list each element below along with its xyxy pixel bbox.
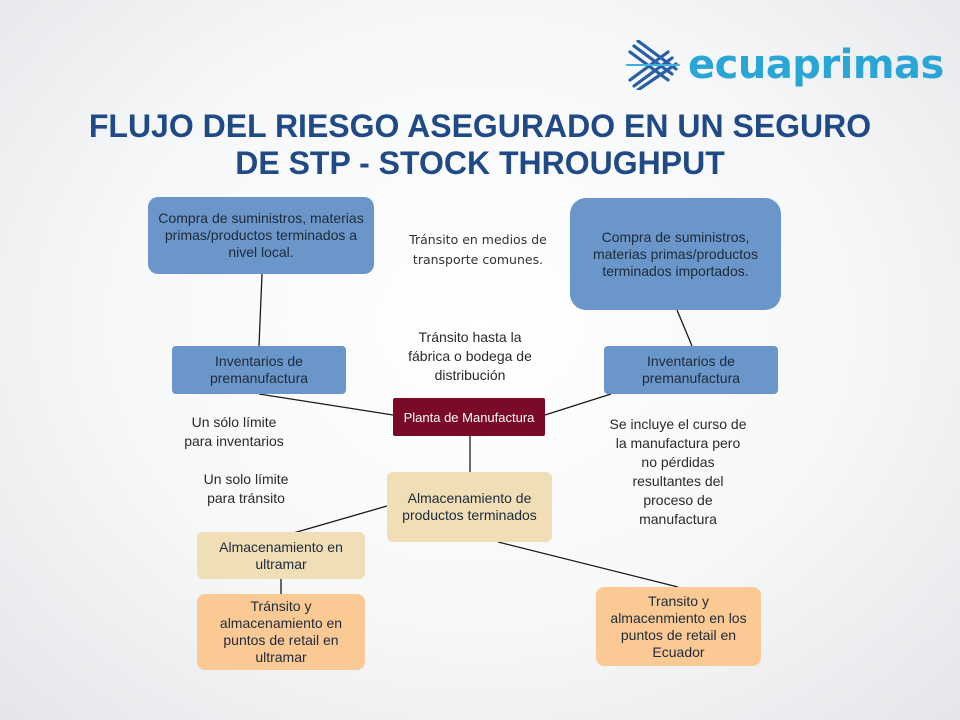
node-retail-ecuador: Transito y almacenmiento en los puntos d… [596,587,761,666]
node-inventarios-left: Inventarios de premanufactura [172,346,346,394]
connector-line [497,541,679,588]
node-retail-ultramar: Tránsito y almacenamiento en puntos de r… [197,594,365,670]
connector-line [676,309,693,347]
node-inventarios-right: Inventarios de premanufactura [604,346,778,394]
label-limite-transito: Un solo límite para tránsito [203,471,289,506]
node-almacenamiento-terminados: Almacenamiento de productos terminados [387,472,552,542]
connector-line [258,273,263,347]
ecuaprimas-logo: ecuaprimas [624,40,944,90]
node-planta-label: Planta de Manufactura [403,409,535,425]
node-compra-local-label: Compra de suministros, materias primas/p… [158,210,364,260]
woven-lines-logo-icon [626,40,680,90]
node-compra-importados-label: Compra de suministros, materias primas/p… [593,228,758,279]
node-retail-ecuador-label: Transito y almacenmiento en los puntos d… [610,592,747,660]
slide-title: FLUJO DEL RIESGO ASEGURADO EN UN SEGURO … [88,108,872,181]
label-transito-fabrica: Tránsito hasta la fábrica o bodega de di… [408,329,532,383]
connector-line [544,393,612,416]
label-limite-inventarios: Un sólo límite para inventarios [184,414,284,449]
connector-line [258,393,394,416]
node-almacenamiento-terminados-label: Almacenamiento de productos terminados [402,490,537,523]
connector-line [289,505,388,535]
node-compra-local: Compra de suministros, materias primas/p… [148,197,374,274]
node-retail-ultramar-label: Tránsito y almacenamiento en puntos de r… [219,598,343,665]
node-inventarios-left-label: Inventarios de premanufactura [209,353,309,386]
node-planta-manufactura: Planta de Manufactura [393,398,545,436]
node-inventarios-right-label: Inventarios de premanufactura [641,353,741,386]
node-almacenamiento-ultramar-label: Almacenamiento en ultramar [219,538,343,572]
label-transito-medios: Tránsito en medios de transporte comunes… [409,232,547,267]
logo-wordmark: ecuaprimas [688,42,944,88]
node-almacenamiento-ultramar: Almacenamiento en ultramar [197,532,365,579]
label-se-incluye: Se incluye el curso de la manufactura pe… [609,416,747,527]
node-compra-importados: Compra de suministros, materias primas/p… [570,198,781,310]
